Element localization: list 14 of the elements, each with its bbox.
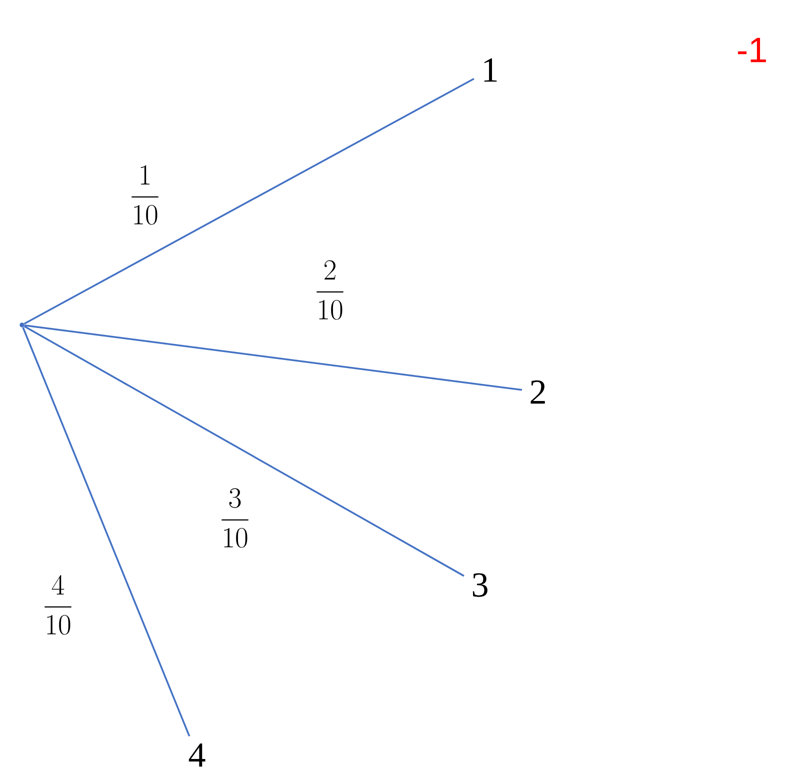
probability-fraction: $\frac{4}{10}$ bbox=[40, 573, 76, 637]
outcome-label: 1 bbox=[484, 58, 497, 82]
branch-line bbox=[24, 324, 522, 391]
probability-fraction: $\frac{2}{10}$ bbox=[312, 258, 348, 322]
branch-line bbox=[22, 327, 190, 737]
probability-fraction: $\frac{1}{10}$ bbox=[128, 163, 162, 227]
branch-line bbox=[24, 326, 464, 577]
outcome-label: 2 bbox=[530, 380, 545, 404]
branch-line bbox=[24, 78, 474, 325]
probability-fraction: $\frac{3}{10}$ bbox=[218, 486, 252, 550]
outcome-label: 4 bbox=[188, 743, 206, 767]
branch-point bbox=[20, 322, 24, 328]
outcome-label: 3 bbox=[472, 573, 488, 597]
score-label: -1 bbox=[738, 38, 766, 62]
